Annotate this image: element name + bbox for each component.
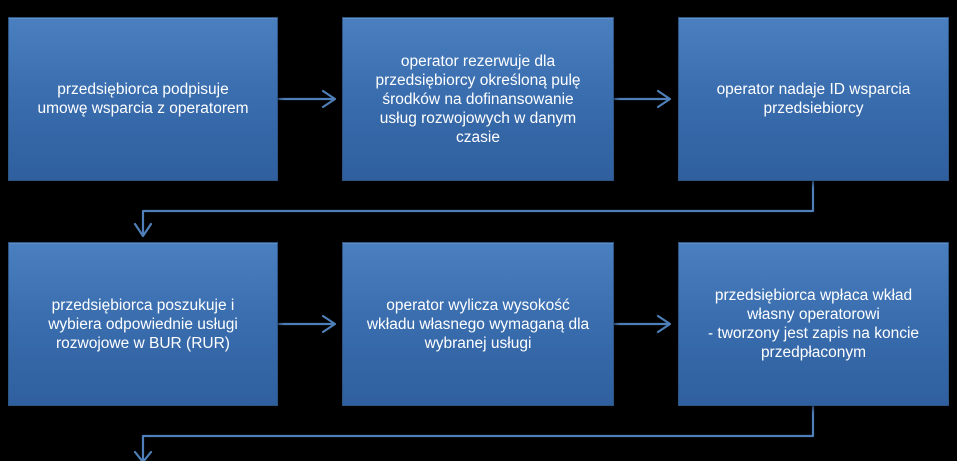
connector-step5-step6	[612, 314, 672, 334]
connector-step4-step5	[277, 314, 337, 334]
process-box-step-1: przedsiębiorca podpisuje umowę wsparcia …	[8, 17, 278, 181]
process-box-text: operator wylicza wysokość wkładu własneg…	[366, 296, 590, 352]
process-box-text: przedsiębiorca podpisuje umowę wsparcia …	[37, 81, 249, 117]
process-box-step-6: przedsiębiorca wpłaca wkład własny opera…	[678, 242, 949, 406]
connector-step2-step3	[612, 89, 672, 109]
process-box-step-2: operator rezerwuje dla przedsiębiorcy ok…	[342, 17, 614, 181]
process-box-step-3: operator nadaje ID wsparcia przedsiebior…	[678, 17, 949, 181]
process-box-text: operator rezerwuje dla przedsiębiorcy ok…	[375, 52, 581, 146]
process-box-step-4: przedsiębiorca poszukuje i wybiera odpow…	[8, 242, 278, 406]
process-box-text: przedsiębiorca poszukuje i wybiera odpow…	[48, 296, 238, 352]
process-box-text: przedsiębiorca wpłaca wkład własny opera…	[707, 287, 920, 361]
connector-step1-step2	[277, 89, 337, 109]
process-box-text: operator nadaje ID wsparcia przedsiebior…	[716, 81, 911, 117]
connector-step6-next	[133, 404, 815, 461]
connector-step3-step4	[133, 179, 815, 238]
process-box-step-5: operator wylicza wysokość wkładu własneg…	[342, 242, 614, 406]
